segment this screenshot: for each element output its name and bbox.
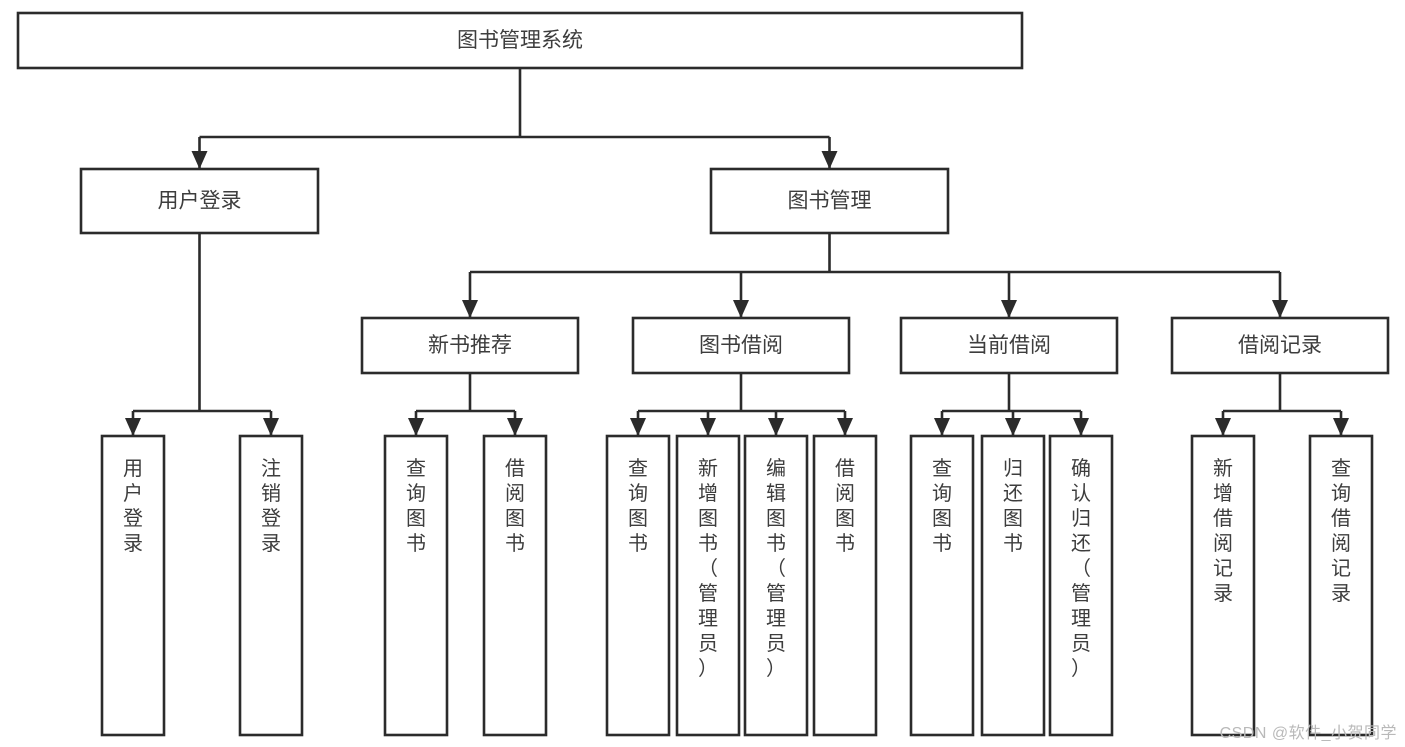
node-box (899, 316, 1119, 375)
node-label: 借阅记录 (1238, 334, 1322, 357)
node-label: 图书管理 (788, 190, 872, 213)
node-box (482, 434, 548, 737)
node-box (909, 434, 975, 737)
node-leaf-8[interactable]: 查询图书 (909, 434, 975, 737)
node-label: 新书推荐 (428, 334, 512, 357)
node-label: 借阅图书 (505, 457, 525, 555)
node-label: 借阅图书 (835, 457, 855, 555)
node-box (605, 434, 671, 737)
arrow-head-icon (1272, 300, 1288, 318)
node-leaf-0[interactable]: 用户登录 (100, 434, 166, 737)
arrow-head-icon (507, 418, 523, 436)
node-box (238, 434, 304, 737)
node-leaf-10[interactable]: 确认归还（管理员） (1048, 434, 1114, 737)
node-level3-2[interactable]: 当前借阅 (899, 316, 1119, 375)
arrow-head-icon (821, 151, 838, 169)
node-level2-1[interactable]: 图书管理 (709, 167, 950, 235)
node-leaf-9[interactable]: 归还图书 (980, 434, 1046, 737)
node-label: 查询图书 (932, 457, 952, 555)
node-box (812, 434, 878, 737)
node-level2-0[interactable]: 用户登录 (79, 167, 320, 235)
node-label: 图书借阅 (699, 334, 783, 357)
arrow-head-icon (700, 418, 716, 436)
node-label: 新增借阅记录 (1213, 457, 1233, 605)
node-level3-0[interactable]: 新书推荐 (360, 316, 580, 375)
node-box (709, 167, 950, 235)
node-label: 用户登录 (158, 190, 242, 213)
node-label: 查询借阅记录 (1331, 457, 1351, 605)
arrow-head-icon (1001, 300, 1017, 318)
node-box (383, 434, 449, 737)
node-leaf-6[interactable]: 编辑图书（管理员） (743, 434, 809, 737)
node-label: 当前借阅 (967, 334, 1051, 357)
node-box (1170, 316, 1390, 375)
node-box (360, 316, 580, 375)
node-leaf-2[interactable]: 查询图书 (383, 434, 449, 737)
node-label: 查询图书 (628, 457, 648, 555)
arrow-head-icon (630, 418, 646, 436)
node-box (1190, 434, 1256, 737)
node-level3-3[interactable]: 借阅记录 (1170, 316, 1390, 375)
node-label: 编辑图书（管理员） (766, 457, 786, 680)
arrow-head-icon (408, 418, 424, 436)
node-leaf-11[interactable]: 新增借阅记录 (1190, 434, 1256, 737)
arrow-head-icon (1073, 418, 1089, 436)
node-group: 图书管理系统用户登录图书管理新书推荐图书借阅当前借阅借阅记录用户登录注销登录查询… (16, 11, 1390, 737)
arrow-head-icon (263, 418, 279, 436)
arrow-head-icon (733, 300, 749, 318)
node-box (980, 434, 1046, 737)
connector-lines (125, 68, 1349, 436)
arrow-head-icon (191, 151, 208, 169)
node-box (631, 316, 851, 375)
node-label: 用户登录 (123, 458, 143, 555)
node-box (100, 434, 166, 737)
node-leaf-5[interactable]: 新增图书（管理员） (675, 434, 741, 737)
node-label: 确认归还（管理员） (1071, 457, 1091, 680)
node-level3-1[interactable]: 图书借阅 (631, 316, 851, 375)
node-leaf-3[interactable]: 借阅图书 (482, 434, 548, 737)
node-box (16, 11, 1024, 70)
node-box (743, 434, 809, 737)
arrow-head-icon (125, 418, 141, 436)
node-leaf-4[interactable]: 查询图书 (605, 434, 671, 737)
node-label: 查询图书 (406, 457, 426, 555)
node-box (1048, 434, 1114, 737)
arrow-head-icon (462, 300, 478, 318)
node-root-system[interactable]: 图书管理系统 (16, 11, 1024, 70)
node-box (79, 167, 320, 235)
node-label: 归还图书 (1003, 457, 1023, 555)
node-label: 注销登录 (261, 457, 281, 555)
node-box (1308, 434, 1374, 737)
node-leaf-1[interactable]: 注销登录 (238, 434, 304, 737)
arrow-head-icon (1005, 418, 1021, 436)
node-box (675, 434, 741, 737)
arrow-head-icon (1333, 418, 1349, 436)
node-leaf-7[interactable]: 借阅图书 (812, 434, 878, 737)
arrow-head-icon (1215, 418, 1231, 436)
node-label: 新增图书（管理员） (698, 457, 718, 680)
arrow-head-icon (768, 418, 784, 436)
arrow-head-icon (837, 418, 853, 436)
node-leaf-12[interactable]: 查询借阅记录 (1308, 434, 1374, 737)
node-label: 图书管理系统 (457, 29, 583, 52)
arrow-head-icon (934, 418, 950, 436)
